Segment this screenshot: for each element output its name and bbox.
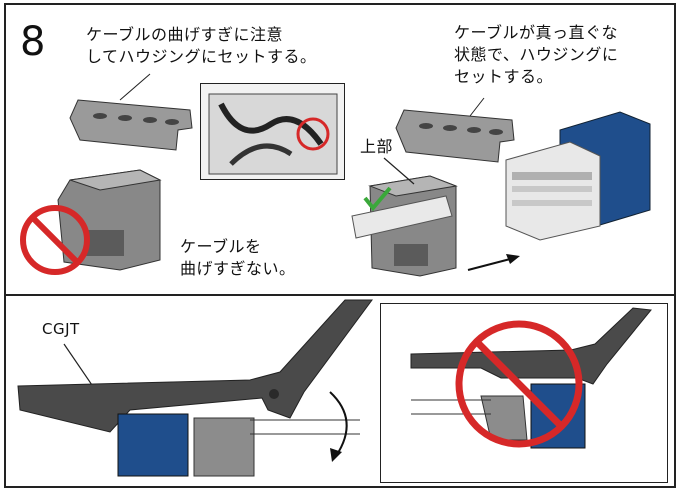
crimp-tool — [18, 300, 372, 432]
blue-housing — [118, 414, 188, 476]
grey-housing — [194, 418, 254, 476]
incorrect-example-panel — [380, 303, 668, 483]
curved-arrow-icon — [330, 392, 347, 462]
